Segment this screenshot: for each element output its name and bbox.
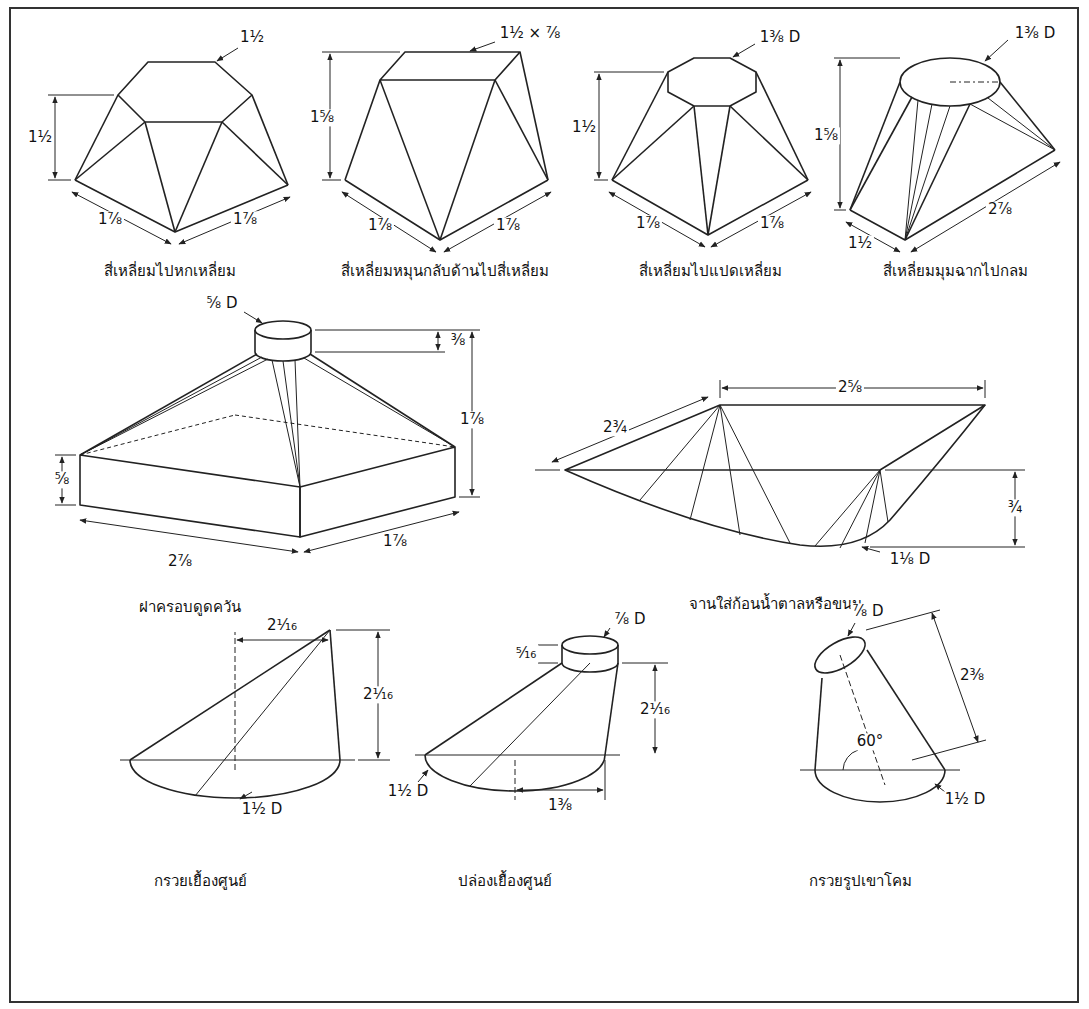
dimension-label: 1⅞ [381,533,409,550]
dimension-label: 1⅞ [231,211,259,228]
figure-caption: กรวยเยื้องศูนย์ [152,873,249,890]
dimension-label: 2⅞ [986,201,1014,218]
dimension-label: 60° [855,733,886,750]
oblique-stack [415,636,620,791]
square-to-octagon [612,58,808,235]
dimension-label: 2¾ [601,419,629,436]
square-to-rotated-rectangle [345,52,548,240]
dimension-label: ⅝ D [205,295,240,312]
dimension-label: 1⅜ D [1013,25,1057,42]
dimension-label: 1⅞ [758,215,786,232]
dimension-label: 2¹⁄₁₆ [265,617,299,634]
figure-caption: สี่เหลี่ยมหมุนกลับด้านไปสี่เหลี่ยม [339,263,551,280]
frame [10,8,1078,1002]
dimension-label: 1½ [26,129,54,146]
figure-caption: ปล่องเยื้องศูนย์ [456,873,554,890]
dimension-label: ⁵⁄₁₆ [514,645,539,662]
figure-caption: สี่เหลี่ยมมุมฉากไปกลม [881,263,1030,280]
dimension-label: ⅞ D [851,603,886,620]
dimension-label: 1⅞ [494,217,522,234]
dimension-label: 1⅞ [366,217,394,234]
dimension-label: ⅞ D [613,611,648,628]
dimension-label: 1½ D [943,791,987,808]
sugar-dish [565,405,985,548]
dimension-label: 1⅜ D [758,29,802,46]
rectangle-to-round [850,58,1055,240]
dimension-label: 1½ D [386,783,430,800]
dimension-label: 1⅛ D [888,551,932,568]
figure-caption: สี่เหลี่ยมไปแปดเหลี่ยม [637,263,784,280]
oblique-cone [120,630,355,798]
dimension-label: 1⅝ [812,127,840,144]
dimension-label: 1½ [846,235,874,252]
dimension-label: 1⅞ [458,411,486,428]
dimension-label: 2⅞ [166,553,194,570]
dimension-label: 1⅝ [308,109,336,126]
cowl-funnel [800,630,960,802]
dimension-label: 2¹⁄₁₆ [638,701,672,718]
square-to-hexagon [75,62,288,232]
figure-caption: จานใส่ก้อนน้ำตาลหรือขนม [687,596,864,613]
dimension-label: ¾ [1006,499,1025,516]
dimension-label: 2⅜ [958,667,986,684]
dimension-lines [48,48,290,244]
figure-caption: กรวยรูปเขาโคม [807,873,914,890]
dimension-label: 2⅝ [836,379,864,396]
exhaust-hood [80,321,455,537]
dimension-label: ⅜ [449,332,468,349]
figure-caption: ฝาครอบดูดควัน [137,599,243,616]
dimension-label: 1½ [570,119,598,136]
dimension-label: 1½ × ⅞ [498,25,563,42]
dimension-label: 1½ D [240,801,284,818]
dimension-label: 1⅞ [634,215,662,232]
figure-caption: สี่เหลี่ยมไปหกเหลี่ยม [102,263,238,280]
dimension-label: 1½ [238,29,266,46]
dimension-label: ⅝ [53,471,72,488]
dimension-label: 1⅞ [96,211,124,228]
dimension-label: 2¹⁄₁₆ [361,686,395,703]
dimension-label: 1⅜ [546,797,574,814]
